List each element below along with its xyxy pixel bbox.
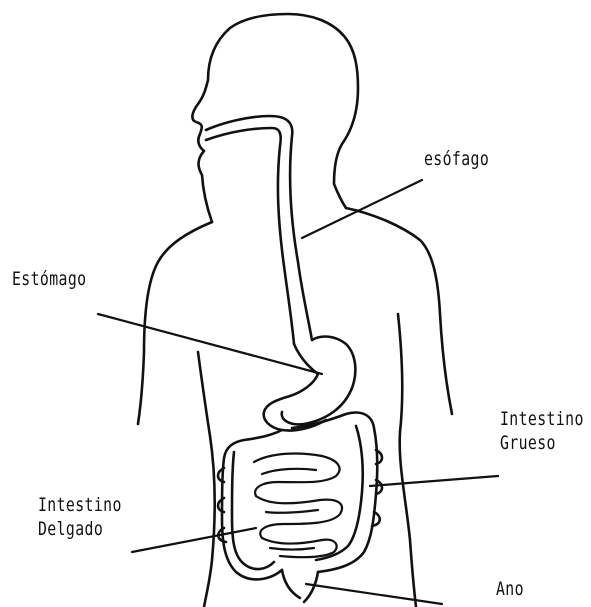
leader-ano — [306, 584, 442, 604]
large-intestine — [218, 413, 382, 602]
esophagus — [206, 116, 312, 344]
label-esofago: esófago — [424, 148, 489, 172]
right-shoulder-arm — [346, 208, 452, 414]
label-ano-text: Ano — [496, 578, 524, 602]
right-torso-side — [398, 314, 416, 607]
label-estomago-text: Estómago — [12, 268, 87, 292]
leader-estomago — [98, 314, 322, 374]
label-intestino-grueso-line1: Intestino — [500, 408, 584, 432]
label-intestino-delgado-line2: Delgado — [38, 518, 122, 542]
leader-intestino-delgado — [132, 528, 256, 552]
small-intestine — [254, 454, 342, 558]
label-intestino-grueso-line2: Grueso — [500, 432, 584, 456]
label-intestino-delgado-line1: Intestino — [38, 494, 122, 518]
label-ano: Ano — [496, 578, 524, 602]
label-intestino-grueso: Intestino Grueso — [500, 408, 584, 456]
leader-intestino-grueso — [370, 476, 498, 486]
label-estomago: Estómago — [12, 268, 87, 292]
left-shoulder-arm — [138, 222, 212, 424]
label-intestino-delgado: Intestino Delgado — [38, 494, 122, 542]
body-outline — [138, 14, 452, 607]
label-esofago-text: esófago — [424, 148, 489, 172]
left-torso-side — [198, 352, 215, 607]
head-outline — [192, 14, 358, 222]
